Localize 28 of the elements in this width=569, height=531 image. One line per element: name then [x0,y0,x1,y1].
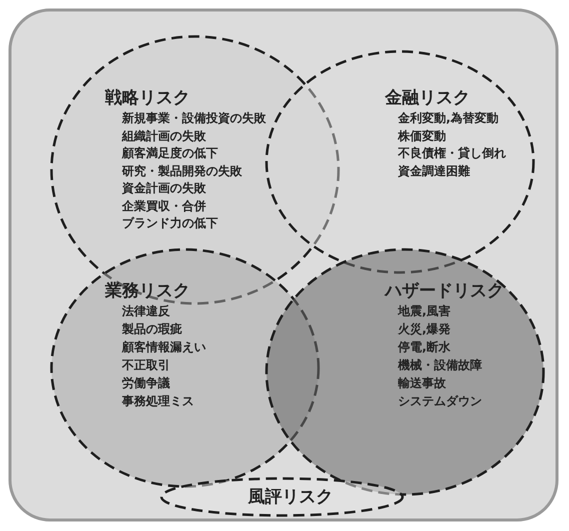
risk-item: 研究・製品開発の失敗 [122,164,242,176]
risk-item: 企業買収・合併 [122,200,206,212]
risk-item: 輸送事故 [398,377,446,389]
risk-item: 資金計画の失敗 [122,182,206,194]
risk-item: 事務処理ミス [122,395,194,407]
risk-item: 資金調達困難 [398,164,470,176]
risk-item: 機械・設備故障 [398,359,482,371]
risk-item: 労働争議 [122,377,170,389]
risk-item: 不良債権・貸し倒れ [398,147,506,159]
risk-item: 新規事業・設備投資の失敗 [122,112,266,124]
risk-item: 顧客情報漏えい [122,341,206,353]
category-heading: 風評リスク [248,489,333,506]
risk-item: 顧客満足度の低下 [122,147,218,159]
risk-item: 停電,断水 [398,341,451,353]
risk-item: 法律違反 [122,305,170,317]
risk-item: ブランド力の低下 [122,217,218,229]
risk-item: システムダウン [398,395,482,407]
risk-item: 地震,風害 [398,305,451,317]
category-heading: 業務リスク [105,283,190,300]
category-heading: 戦略リスク [105,90,190,107]
risk-item: 組織計画の失敗 [122,130,206,142]
risk-item: 金利変動,為替変動 [398,112,499,124]
risk-item: 不正取引 [122,359,170,371]
category-heading: 金融リスク [385,90,470,107]
category-heading: ハザードリスク [385,283,504,300]
risk-item: 製品の瑕疵 [122,323,182,335]
risk-item: 火災,爆発 [398,323,451,335]
risk-item: 株価変動 [398,130,446,142]
